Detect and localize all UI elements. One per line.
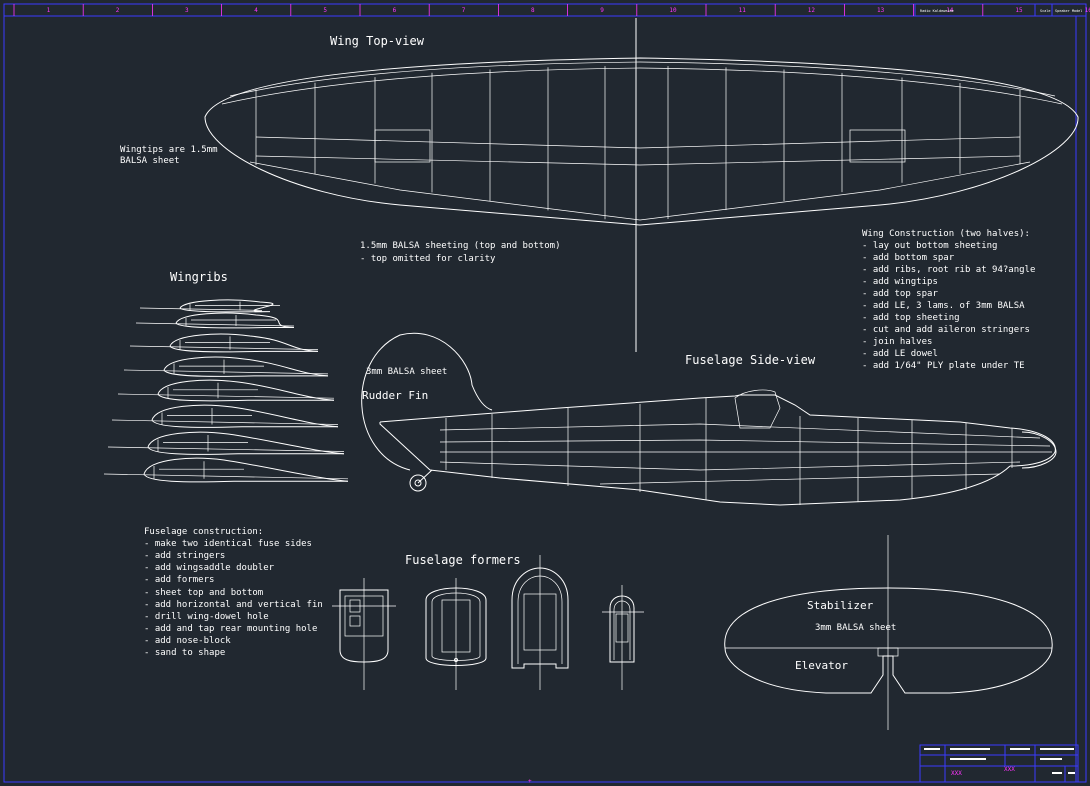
fuselage-step: - add and tap rear mounting hole bbox=[144, 624, 317, 634]
wingribs-group bbox=[103, 299, 349, 483]
wingrib-profile bbox=[143, 473, 348, 483]
title-block-mark-2: XXX bbox=[1004, 766, 1015, 773]
wing-step: - add LE dowel bbox=[862, 349, 938, 359]
fuselage-side-view bbox=[361, 332, 1057, 506]
wingtips-note-line1: Wingtips are 1.5mm bbox=[120, 145, 218, 155]
fuselage-step: - add formers bbox=[144, 575, 214, 585]
header-mid-text: Scale bbox=[1040, 9, 1051, 13]
ruler-number: 8 bbox=[531, 7, 535, 14]
wingrib-profile bbox=[179, 307, 271, 313]
fuselage-step: - make two identical fuse sides bbox=[144, 539, 312, 549]
top-ruler: 12345678910111213141516+ bbox=[13, 4, 1090, 785]
ruler-number: 3 bbox=[185, 7, 189, 14]
fuselage-step: - add wingsaddle doubler bbox=[144, 563, 275, 573]
wingrib-profile bbox=[175, 312, 295, 328]
fuselage-side-view-title: Fuselage Side-view bbox=[685, 353, 816, 367]
ruler-number: 13 bbox=[877, 7, 885, 14]
fuselage-formers-title: Fuselage formers bbox=[405, 553, 521, 567]
wingrib-profile bbox=[143, 457, 349, 482]
wing-step: - lay out bottom sheeting bbox=[862, 241, 997, 251]
ruler-number: 7 bbox=[462, 7, 466, 14]
wingrib-chord bbox=[139, 307, 263, 311]
header-left-text: Radio Kaldeweide bbox=[920, 9, 954, 13]
wingrib-chord bbox=[111, 419, 339, 425]
ruler-number: 10 bbox=[669, 7, 677, 14]
wingrib-profile bbox=[169, 333, 319, 352]
wing-construction-notes: Wing Construction (two halves): - lay ou… bbox=[862, 229, 1035, 371]
wing-step: - join halves bbox=[862, 337, 932, 347]
fuselage-step: - add stringers bbox=[144, 551, 225, 561]
former-1 bbox=[332, 578, 396, 690]
title-strip-top: Radio Kaldeweide Scale Speaker Model bbox=[914, 4, 1082, 16]
wingrib-chord bbox=[103, 473, 349, 480]
wing-step: - add top spar bbox=[862, 289, 938, 299]
ruler-number: 12 bbox=[808, 7, 816, 14]
former-3 bbox=[511, 555, 569, 690]
wingrib-profile bbox=[151, 419, 338, 428]
ruler-number: 5 bbox=[323, 7, 327, 14]
ruler-number: 11 bbox=[739, 7, 747, 14]
header-right-text: Speaker Model bbox=[1055, 9, 1082, 13]
wingrib-profile bbox=[163, 356, 329, 377]
stabilizer-label: Stabilizer bbox=[807, 599, 874, 612]
wingrib-chord bbox=[129, 345, 319, 350]
title-block-mark-1: XXX bbox=[951, 770, 962, 777]
wingrib-profile bbox=[179, 299, 274, 313]
title-block: XXX XXX bbox=[919, 744, 1079, 783]
wingrib-profile bbox=[157, 379, 335, 401]
ruler-number: 16 bbox=[1085, 7, 1090, 14]
wing-step: - cut and add aileron stringers bbox=[862, 325, 1030, 335]
wingrib-profile bbox=[175, 322, 294, 329]
sheeting-note-line1: 1.5mm BALSA sheeting (top and bottom) bbox=[360, 241, 560, 251]
fuselage-step: - sheet top and bottom bbox=[144, 588, 263, 598]
former-4 bbox=[602, 585, 644, 690]
wing-step: - add wingtips bbox=[862, 277, 938, 287]
stabilizer-view bbox=[724, 535, 1053, 730]
fuselage-step: - sand to shape bbox=[144, 648, 225, 658]
wing-step: - add top sheeting bbox=[862, 313, 960, 323]
wing-top-view-title: Wing Top-view bbox=[330, 34, 425, 48]
ruler-number: 6 bbox=[393, 7, 397, 14]
ruler-number: 4 bbox=[254, 7, 258, 14]
fuselage-step: - drill wing-dowel hole bbox=[144, 612, 269, 622]
wingrib-chord bbox=[117, 393, 335, 399]
wingrib-profile bbox=[157, 393, 334, 402]
elevator-label: Elevator bbox=[795, 659, 848, 672]
wing-step: - add bottom spar bbox=[862, 253, 955, 263]
ruler-number: 2 bbox=[116, 7, 120, 14]
wing-construction-title: Wing Construction (two halves): bbox=[862, 229, 1030, 239]
ruler-center-mark: + bbox=[528, 778, 532, 785]
wingrib-chord bbox=[135, 322, 295, 327]
fuselage-step: - add horizontal and vertical fin bbox=[144, 600, 323, 610]
wing-step: - add 1/64" PLY plate under TE bbox=[862, 361, 1025, 371]
wingtips-note-line2: BALSA sheet bbox=[120, 156, 180, 166]
wingrib-chord bbox=[123, 369, 329, 375]
wingrib-profile bbox=[163, 369, 328, 377]
drawing-border bbox=[3, 3, 1087, 783]
wing-top-view bbox=[204, 18, 1079, 352]
wingrib-profile bbox=[147, 446, 344, 455]
wing-step: - add LE, 3 lams. of 3mm BALSA bbox=[862, 301, 1025, 311]
sheeting-note-line2: - top omitted for clarity bbox=[360, 254, 496, 264]
wingrib-profile bbox=[169, 345, 318, 353]
wingrib-profile bbox=[151, 404, 339, 428]
wing-step: - add ribs, root rib at 94?angle bbox=[862, 265, 1035, 275]
stabilizer-sheet-label: 3mm BALSA sheet bbox=[815, 623, 896, 633]
rudder-fin-label: Rudder Fin bbox=[362, 389, 428, 402]
fin-sheet-label: 3mm BALSA sheet bbox=[366, 367, 447, 377]
wingrib-chord bbox=[107, 446, 345, 452]
wingrib-profile bbox=[147, 431, 345, 455]
fuselage-construction-title: Fuselage construction: bbox=[144, 527, 263, 537]
ruler-number: 9 bbox=[600, 7, 604, 14]
fuselage-construction-notes: Fuselage construction: - make two identi… bbox=[144, 527, 323, 658]
wingribs-title: Wingribs bbox=[170, 270, 228, 284]
ruler-number: 1 bbox=[47, 7, 51, 14]
former-2 bbox=[425, 578, 487, 690]
fuselage-step: - add nose-block bbox=[144, 636, 231, 646]
ruler-number: 14 bbox=[946, 7, 954, 14]
ruler-number: 15 bbox=[1015, 7, 1023, 14]
